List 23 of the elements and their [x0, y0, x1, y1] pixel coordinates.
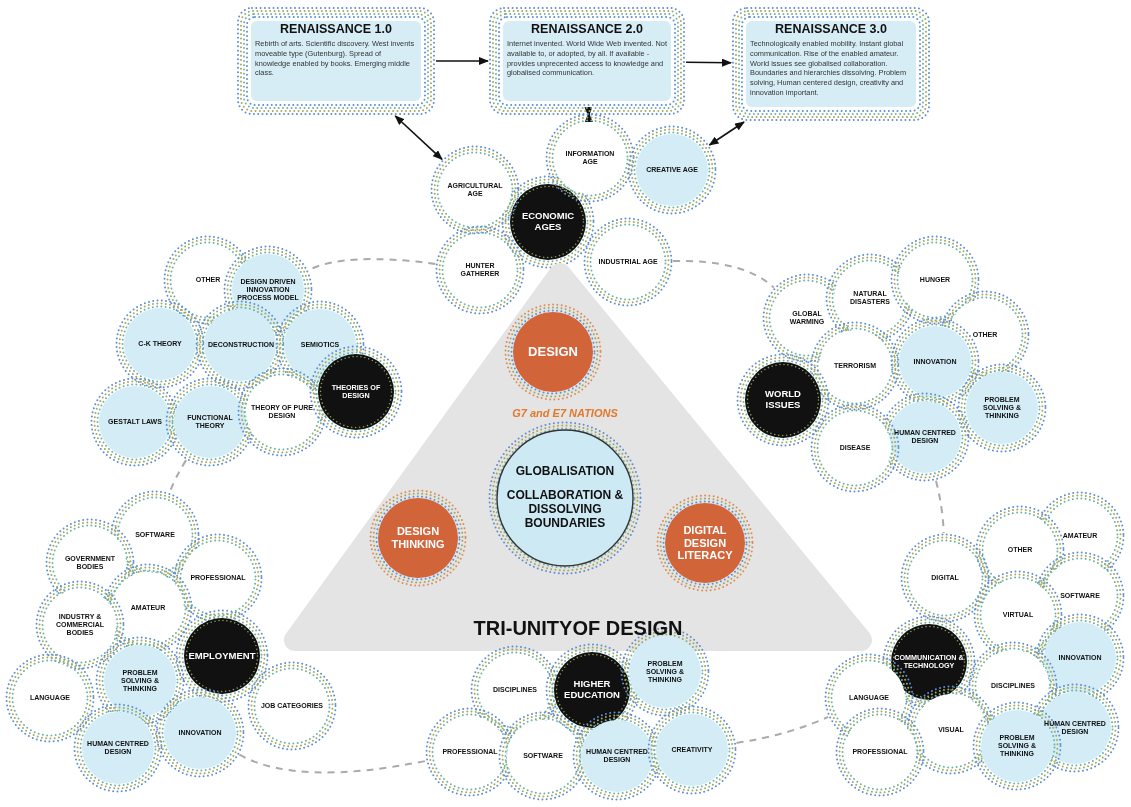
dashed-connector	[735, 715, 830, 744]
card-title: RENAISSANCE 1.0	[279, 22, 393, 37]
arrow	[394, 115, 443, 161]
bubble-label: ECONOMIC AGES	[520, 211, 576, 233]
bubble-label: WORLD ISSUES	[764, 389, 802, 411]
dashed-connector	[935, 479, 945, 534]
arrow	[708, 121, 745, 146]
bubble-label: EMPLOYMENT	[188, 650, 256, 662]
card-title: RENAISSANCE 3.0	[774, 22, 888, 37]
dashed-connector	[672, 259, 775, 289]
arrow	[685, 58, 732, 67]
bubble-label: DIGITAL DESIGN LITERACY	[676, 524, 734, 562]
bubble-label: DESIGN	[528, 344, 578, 360]
card-title: RENAISSANCE 2.0	[530, 22, 644, 37]
dashed-connector	[238, 753, 427, 774]
bubble-label: HIGHER EDUCATION	[563, 679, 621, 701]
bubble-label: GLOBALISATION	[515, 465, 615, 480]
arc-label: G7 and E7 NATIONS	[511, 407, 619, 420]
triangle-label: TRI-UNITYOF DESIGN	[472, 617, 684, 640]
bubble-label: DESIGN THINKING	[390, 525, 446, 551]
bubble-label: COLLABORATION & DISSOLVING BOUNDARIES	[505, 489, 625, 531]
arrow	[584, 106, 593, 123]
arrow	[435, 57, 489, 65]
